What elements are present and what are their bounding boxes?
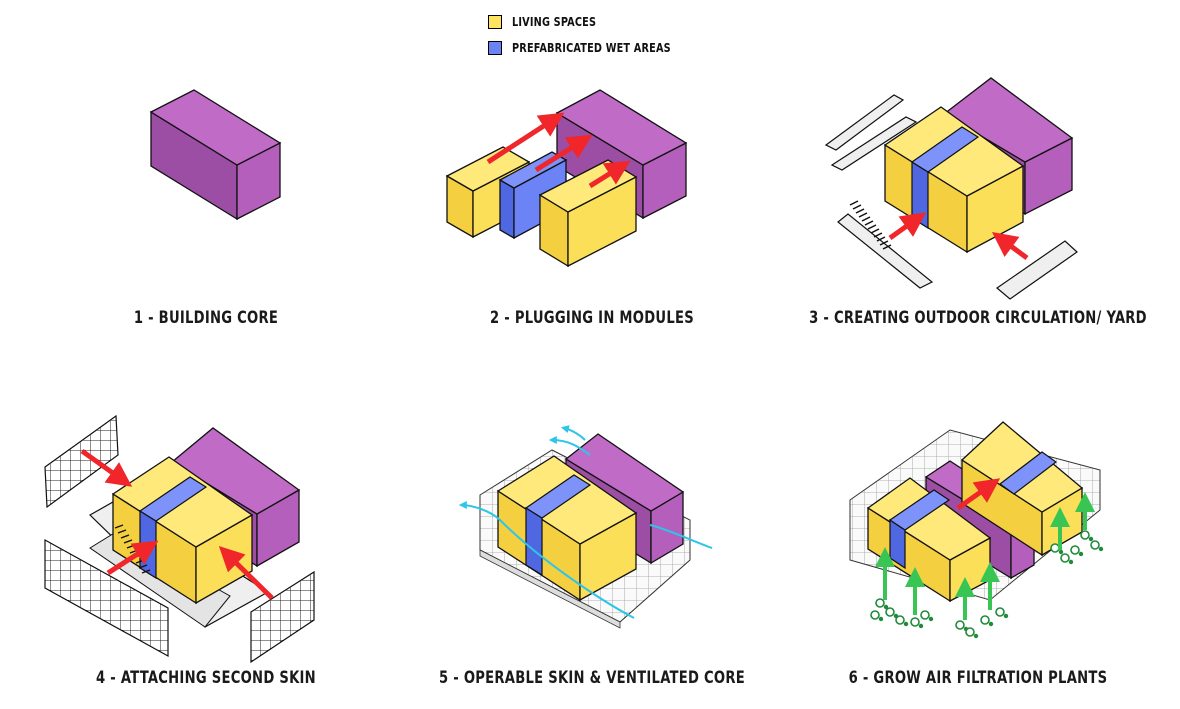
building-core-top-face	[149, 89, 282, 166]
second-skin-panel-right	[250, 570, 315, 664]
circulation-slab-2	[830, 116, 918, 171]
plant-cluster	[883, 604, 889, 610]
plant-cluster	[895, 615, 905, 625]
plant-cluster	[918, 623, 924, 629]
yard-slab-right	[996, 240, 1078, 300]
step-6-caption: 6 - GROW AIR FILTRATION PLANTS	[848, 668, 1108, 688]
modules-assembly	[883, 106, 1025, 254]
plant-cluster	[1080, 530, 1090, 540]
modules-assembly	[111, 456, 254, 605]
plant-cluster	[1098, 546, 1104, 552]
second-skin-panel-front	[44, 538, 169, 658]
air-filtration-plants	[870, 492, 1104, 639]
plant-cluster	[955, 620, 965, 630]
step-5-illustration	[458, 425, 713, 629]
plug-arrow-1	[486, 112, 565, 165]
plant-cluster	[920, 610, 930, 620]
step-2-caption: 2 - PLUGGING IN MODULES	[490, 308, 694, 328]
wet-strip-top	[910, 126, 980, 173]
airflow-lines	[458, 425, 713, 619]
plant-cluster	[1090, 540, 1100, 550]
skin-base	[479, 549, 621, 629]
plant-cluster	[1058, 549, 1064, 555]
circulation-arrow-left	[888, 212, 927, 241]
outdoor-stair	[849, 200, 892, 250]
legend-item-wet: PREFABRICATED WET AREAS	[488, 40, 689, 56]
building-core	[149, 89, 282, 221]
skin-arrow-front	[106, 540, 159, 576]
building-core-top-face	[555, 89, 688, 166]
step-4-caption: 4 - ATTACHING SECOND SKIN	[96, 668, 316, 688]
plant-cluster	[878, 616, 884, 622]
legend-label-living: LIVING SPACES	[512, 15, 597, 29]
legend-label-wet: PREFABRICATED WET AREAS	[512, 41, 671, 55]
living-module-front	[866, 477, 992, 603]
plant-cluster	[885, 607, 895, 617]
plant-cluster	[980, 615, 990, 625]
step-6-illustration	[849, 421, 1104, 639]
plant-cluster	[1078, 551, 1084, 557]
skin-arrow-back	[80, 448, 133, 487]
circulation-slab-1	[824, 94, 905, 151]
step-3-caption: 3 - CREATING OUTDOOR CIRCULATION/ YARD	[809, 308, 1147, 328]
plant-cluster	[995, 607, 1005, 617]
legend-swatch-living	[488, 15, 502, 29]
plant-cluster	[973, 633, 979, 639]
plant-cluster	[988, 621, 994, 627]
step-2-illustration	[445, 89, 688, 268]
circulation-arrow-right	[991, 232, 1029, 261]
plant-cluster	[1050, 543, 1060, 553]
plug-arrow-3	[588, 160, 631, 189]
step-3-illustration	[824, 77, 1078, 300]
modules-assembly	[496, 455, 638, 602]
plug-arrow-2	[534, 134, 593, 173]
step-1-caption: 1 - BUILDING CORE	[133, 308, 279, 328]
plant-cluster	[1003, 613, 1009, 619]
plant-cluster	[965, 627, 975, 637]
plant-cluster	[1068, 559, 1074, 565]
second-skin-panel-back	[44, 414, 119, 509]
legend-swatch-wet	[488, 41, 502, 55]
airflow-top-2	[560, 425, 586, 441]
airflow-top	[548, 436, 591, 456]
step-1-illustration	[149, 89, 282, 221]
airflow-left	[458, 501, 635, 619]
plant-cluster	[928, 616, 934, 622]
plant-cluster	[875, 598, 885, 608]
step-5-caption: 5 - OPERABLE SKIN & VENTILATED CORE	[439, 668, 745, 688]
plant-cluster	[910, 617, 920, 627]
step-4-illustration	[44, 414, 315, 664]
plant-cluster	[1070, 545, 1080, 555]
plant-cluster	[870, 610, 880, 620]
plant-cluster	[1060, 553, 1070, 563]
airflow-right	[649, 524, 713, 549]
yard-slab-left	[837, 213, 934, 289]
plug-arrow	[956, 478, 1001, 511]
plant-cluster	[1088, 536, 1094, 542]
legend-item-living: LIVING SPACES	[488, 14, 606, 30]
skin-arrow-right	[218, 546, 274, 600]
plant-cluster	[903, 621, 909, 627]
